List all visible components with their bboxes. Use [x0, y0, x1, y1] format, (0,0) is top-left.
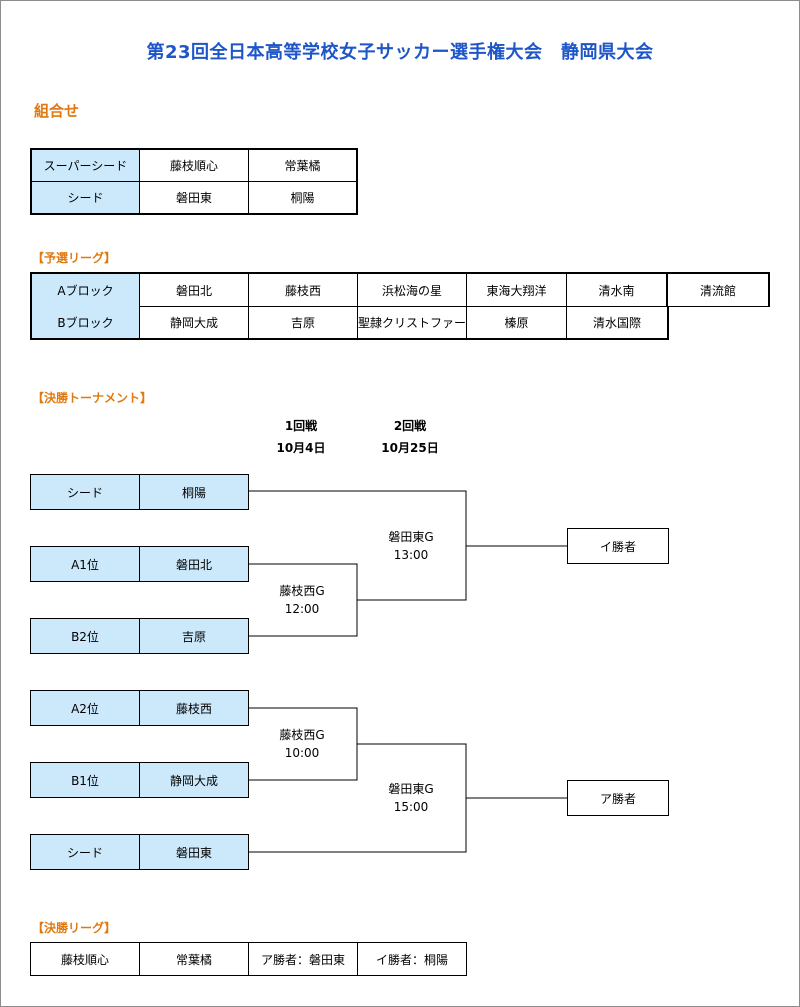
entry-team: 吉原 — [139, 618, 249, 654]
block-b-label: Bブロック — [32, 306, 140, 338]
entry-team: 藤枝西 — [139, 690, 249, 726]
final-league-table: 藤枝順心 常葉橘 ア勝者：磐田東 イ勝者：桐陽 — [30, 942, 467, 976]
combo-label-super-seed: スーパーシード — [32, 150, 140, 182]
league-team: 静岡大成 — [140, 306, 249, 338]
venue-time: 13:00 — [393, 548, 429, 562]
combo-team: 常葉橘 — [249, 150, 356, 182]
venue-label: 藤枝西G 12:00 — [269, 582, 335, 618]
league-team: 清流館 — [699, 283, 736, 298]
entry-team: 桐陽 — [139, 474, 249, 510]
league-team: 清水国際 — [592, 315, 641, 330]
entry-seed: シード — [30, 834, 140, 870]
league-team: 清水南 — [567, 274, 668, 306]
entry-seed: A1位 — [30, 546, 140, 582]
entry-seed: A2位 — [30, 690, 140, 726]
final-team: ア勝者：磐田東 — [249, 943, 358, 975]
combo-label-seed: シード — [32, 182, 140, 213]
final-league-heading: 【決勝リーグ】 — [32, 921, 117, 935]
winner-box-i: イ勝者 — [567, 528, 669, 564]
venue-place: 磐田東G — [388, 782, 434, 796]
entry-seed: B1位 — [30, 762, 140, 798]
league-team: 吉原 — [249, 306, 358, 338]
venue-place: 藤枝西G — [279, 728, 325, 742]
entry-team: 磐田東 — [139, 834, 249, 870]
final-team: 常葉橘 — [140, 943, 249, 975]
tournament-heading: 【決勝トーナメント】 — [32, 391, 153, 405]
league-team: 東海大翔洋 — [467, 274, 567, 306]
league-team: 藤枝西 — [249, 274, 358, 306]
entry-team: 磐田北 — [139, 546, 249, 582]
entry-seed: シード — [30, 474, 140, 510]
entry-team: 静岡大成 — [139, 762, 249, 798]
combo-heading: 組合せ — [34, 102, 80, 120]
venue-label: 藤枝西G 10:00 — [269, 726, 335, 762]
league-heading: 【予選リーグ】 — [32, 251, 117, 265]
venue-place: 藤枝西G — [279, 584, 325, 598]
venue-time: 15:00 — [393, 800, 429, 814]
final-team: 藤枝順心 — [31, 943, 140, 975]
league-team: 榛原 — [467, 306, 567, 338]
winner-box-a: ア勝者 — [567, 780, 669, 816]
round-2-name: 2回戦 — [393, 419, 427, 433]
venue-label: 磐田東G 15:00 — [378, 780, 444, 816]
combo-table: スーパーシード 藤枝順心 常葉橘 シード 磐田東 桐陽 — [30, 148, 358, 215]
venue-time: 10:00 — [284, 746, 320, 760]
venue-place: 磐田東G — [388, 530, 434, 544]
combo-team: 桐陽 — [290, 191, 315, 205]
league-block-b: Bブロック 静岡大成 吉原 聖隷クリストファー 榛原 清水国際 — [30, 306, 669, 340]
combo-team: 藤枝順心 — [140, 150, 249, 182]
round-1-date: 10月4日 — [276, 441, 326, 455]
page-title: 第23回全日本高等学校女子サッカー選手権大会 静岡県大会 — [146, 42, 654, 63]
round-1-name: 1回戦 — [284, 419, 318, 433]
league-team: 聖隷クリストファー — [358, 306, 467, 338]
league-team: 磐田北 — [140, 274, 249, 306]
venue-label: 磐田東G 13:00 — [378, 528, 444, 564]
league-team: 浜松海の星 — [358, 274, 467, 306]
block-a-label: Aブロック — [32, 274, 140, 306]
venue-time: 12:00 — [284, 602, 320, 616]
league-block-a: Aブロック 磐田北 藤枝西 浜松海の星 東海大翔洋 清水南 清流館 — [30, 272, 770, 307]
combo-team: 磐田東 — [140, 182, 249, 213]
round-2-date: 10月25日 — [381, 441, 439, 455]
final-team: イ勝者：桐陽 — [375, 952, 448, 967]
entry-seed: B2位 — [30, 618, 140, 654]
